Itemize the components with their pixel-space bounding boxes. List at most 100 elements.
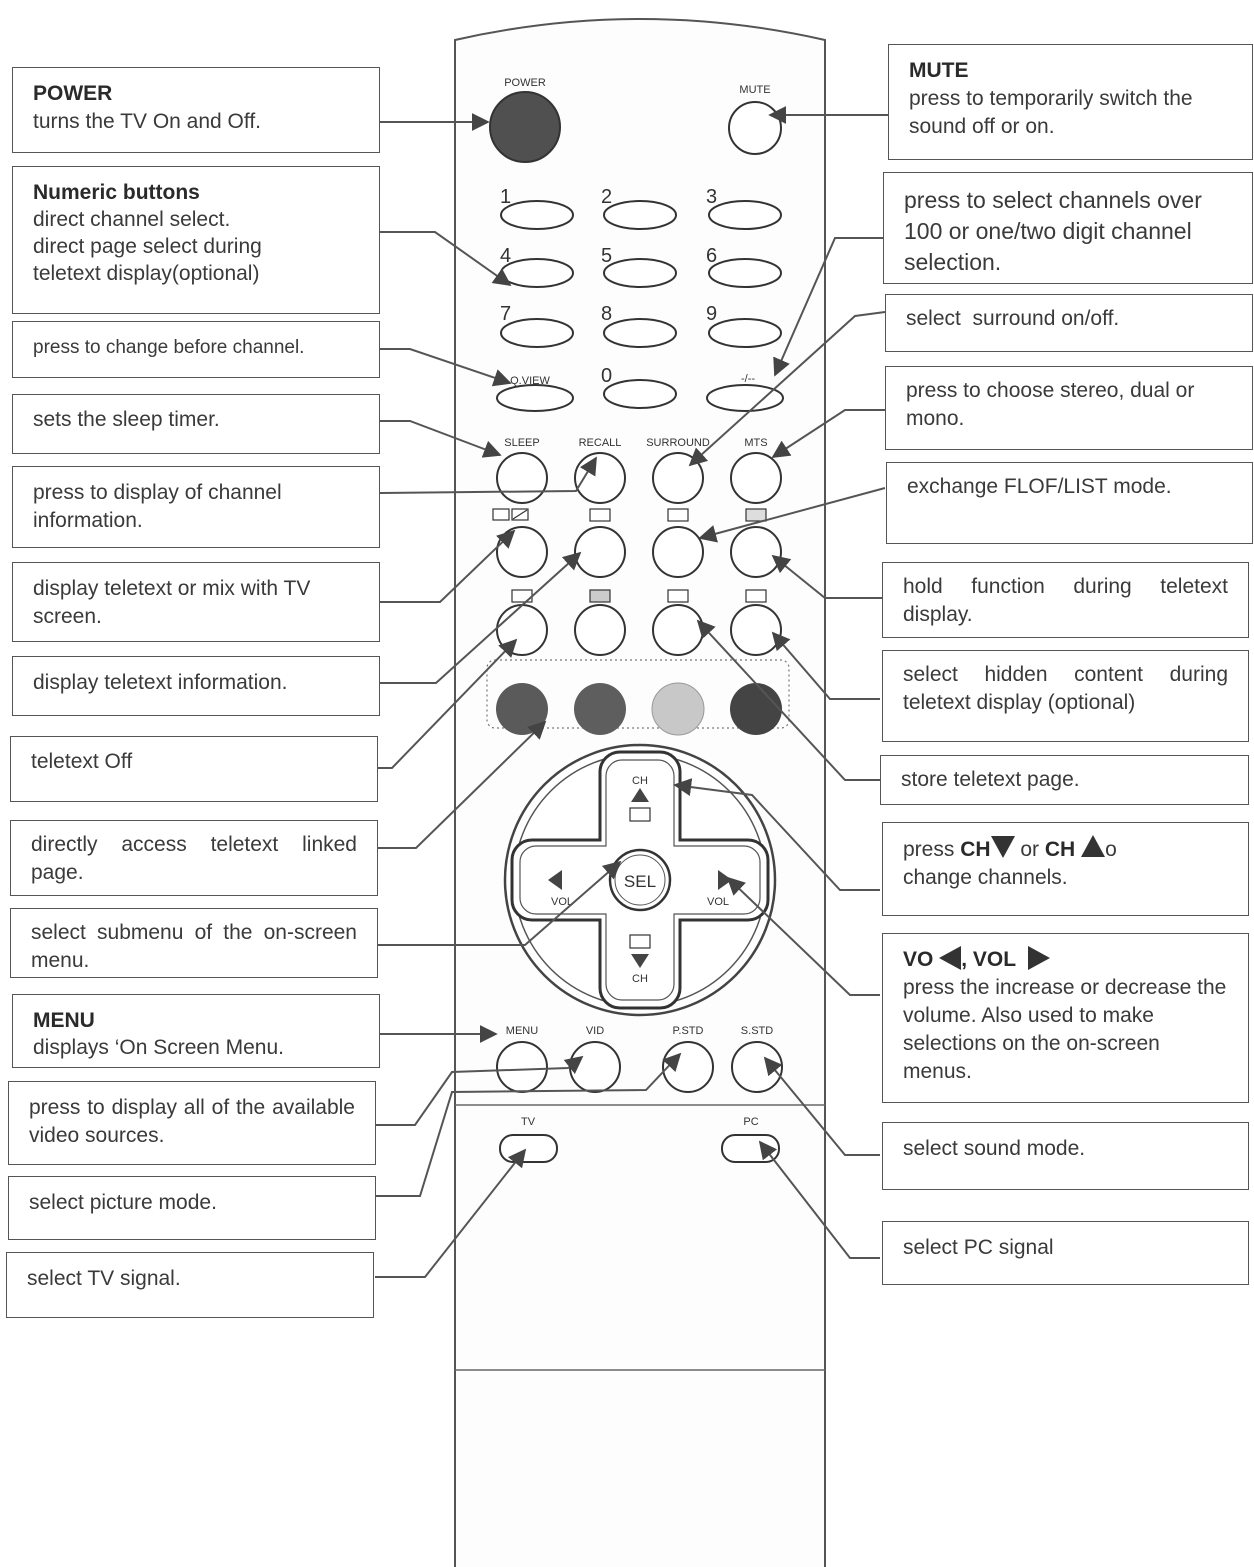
teletext-index-button[interactable] [574, 526, 626, 578]
callout-qview: press to change before channel. [12, 321, 380, 378]
digit-8-label: 8 [601, 303, 612, 325]
menu-button[interactable] [496, 1041, 548, 1093]
teletext-store-button[interactable] [652, 604, 704, 656]
qview-button[interactable] [496, 384, 574, 412]
vol-up-arrow-icon[interactable] [718, 870, 732, 890]
callout-vol-desc: press the increase or decrease the volum… [903, 976, 1227, 1083]
ch-up-arrow-icon[interactable] [631, 788, 649, 802]
callout-sstd: select sound mode. [882, 1122, 1249, 1190]
sleep-button[interactable] [496, 452, 548, 504]
recall-button-label: RECALL [579, 437, 622, 449]
callout-vol-bold-1: VO [903, 948, 934, 971]
callout-menu-desc: displays ‘On Screen Menu. [33, 1036, 284, 1059]
callout-pc: select PC signal [882, 1221, 1249, 1285]
callout-ch-bold-2: CH [1044, 838, 1076, 861]
digit-8-button[interactable] [603, 318, 677, 348]
teletext-size-button[interactable] [574, 604, 626, 656]
digit-0-label: 0 [601, 365, 612, 387]
digit-6-button[interactable] [708, 258, 782, 288]
sstd-button-label: S.STD [741, 1025, 773, 1037]
vol-down-arrow-icon[interactable] [548, 870, 562, 890]
digit-5-label: 5 [601, 245, 612, 267]
recall-button[interactable] [574, 452, 626, 504]
vol-up-icon [1027, 946, 1050, 970]
callout-channel: press CH or CH o change channels. [882, 822, 1249, 916]
digit-5-button[interactable] [603, 258, 677, 288]
callout-surround: select surround on/off. [885, 294, 1253, 352]
callout-ch-post: o [1105, 838, 1117, 861]
callout-teletext-index: display teletext information. [12, 656, 380, 716]
vid-button[interactable] [569, 1041, 621, 1093]
digit-6-label: 6 [706, 245, 717, 267]
pc-button-label: PC [743, 1116, 758, 1128]
callout-mute: MUTE press to temporarily switch the sou… [888, 44, 1253, 160]
callout-mute-title: MUTE [909, 59, 969, 82]
fastext-yellow-button[interactable] [651, 682, 705, 736]
callout-volume: VO , VOL press the increase or decrease … [882, 933, 1249, 1103]
callout-tv-text: select TV signal. [27, 1267, 181, 1290]
sel-button[interactable] [608, 848, 672, 912]
teletext-reveal-button[interactable] [730, 604, 782, 656]
digit-4-label: 4 [500, 245, 511, 267]
qview-button-label: Q.VIEW [510, 375, 550, 387]
teletext-list-button[interactable] [652, 526, 704, 578]
teletext-hold-icon [745, 508, 767, 522]
power-button-label: POWER [504, 77, 546, 89]
fastext-blue-button[interactable] [730, 683, 782, 735]
mts-button[interactable] [730, 452, 782, 504]
digit-2-label: 2 [601, 186, 612, 208]
digit-9-label: 9 [706, 303, 717, 325]
vid-button-label: VID [586, 1025, 604, 1037]
leader-lines [375, 113, 682, 1278]
digit-0-button[interactable] [603, 379, 677, 409]
callout-numeric-desc1: direct channel select. [33, 208, 231, 231]
callout-numeric-title: Numeric buttons [33, 181, 200, 204]
ch-down-arrow-icon[interactable] [631, 954, 649, 968]
callout-teletext-mix-text: display teletext or mix with TV screen. [33, 577, 311, 628]
power-button[interactable] [489, 91, 561, 163]
callout-mts: press to choose stereo, dual or mono. [885, 366, 1253, 450]
sstd-button[interactable] [731, 1041, 783, 1093]
navigation-pad: CH CH VOL VOL SEL [503, 743, 777, 1017]
dash-button[interactable] [706, 384, 784, 412]
teletext-mix-button[interactable] [496, 526, 548, 578]
callout-recall: press to display of channel information. [12, 466, 380, 548]
pc-button[interactable] [721, 1134, 780, 1163]
fastext-green-button[interactable] [574, 683, 626, 735]
digit-3-button[interactable] [708, 200, 782, 230]
digit-7-button[interactable] [500, 318, 574, 348]
mute-button[interactable] [728, 101, 782, 155]
teletext-hold-button[interactable] [730, 526, 782, 578]
callout-vid-text: press to display all of the available vi… [29, 1096, 355, 1147]
callout-qview-text: press to change before channel. [33, 337, 305, 358]
callout-dash: press to select channels over 100 or one… [883, 172, 1253, 284]
sleep-button-label: SLEEP [504, 437, 539, 449]
fastext-group [486, 659, 790, 729]
teletext-subpage-up-icon [629, 807, 651, 822]
callout-ch-pre: press [903, 838, 961, 861]
callout-floflist: exchange FLOF/LIST mode. [886, 462, 1253, 544]
numeric-keypad: 1 2 3 4 5 6 7 8 9 Q.VIEW 0 -/-- [496, 186, 784, 412]
callout-power-desc: turns the TV On and Off. [33, 110, 262, 133]
callout-pstd-text: select picture mode. [29, 1191, 217, 1214]
callout-fastext-text: directly access teletext linked page. [31, 833, 357, 884]
callout-sleep-text: sets the sleep timer. [33, 408, 220, 431]
callout-ch-bold-1: CH [960, 838, 991, 861]
digit-1-button[interactable] [500, 200, 574, 230]
digit-9-button[interactable] [708, 318, 782, 348]
digit-4-button[interactable] [500, 258, 574, 288]
teletext-store-icon [667, 589, 689, 603]
tv-button[interactable] [499, 1134, 558, 1163]
callout-dash-text: press to select channels over 100 or one… [904, 187, 1202, 275]
callout-mute-desc: press to temporarily switch the sound of… [909, 87, 1193, 138]
digit-2-button[interactable] [603, 200, 677, 230]
leader-lines-right [673, 106, 888, 1259]
callout-sel: select submenu of the on-screen menu. [10, 908, 378, 978]
callout-power-title: POWER [33, 82, 113, 105]
teletext-off-button[interactable] [496, 604, 548, 656]
pstd-button[interactable] [662, 1041, 714, 1093]
ch-up-icon [1081, 835, 1106, 857]
callout-teletext-off-text: teletext Off [31, 750, 133, 773]
callout-vid: press to display all of the available vi… [8, 1081, 376, 1165]
